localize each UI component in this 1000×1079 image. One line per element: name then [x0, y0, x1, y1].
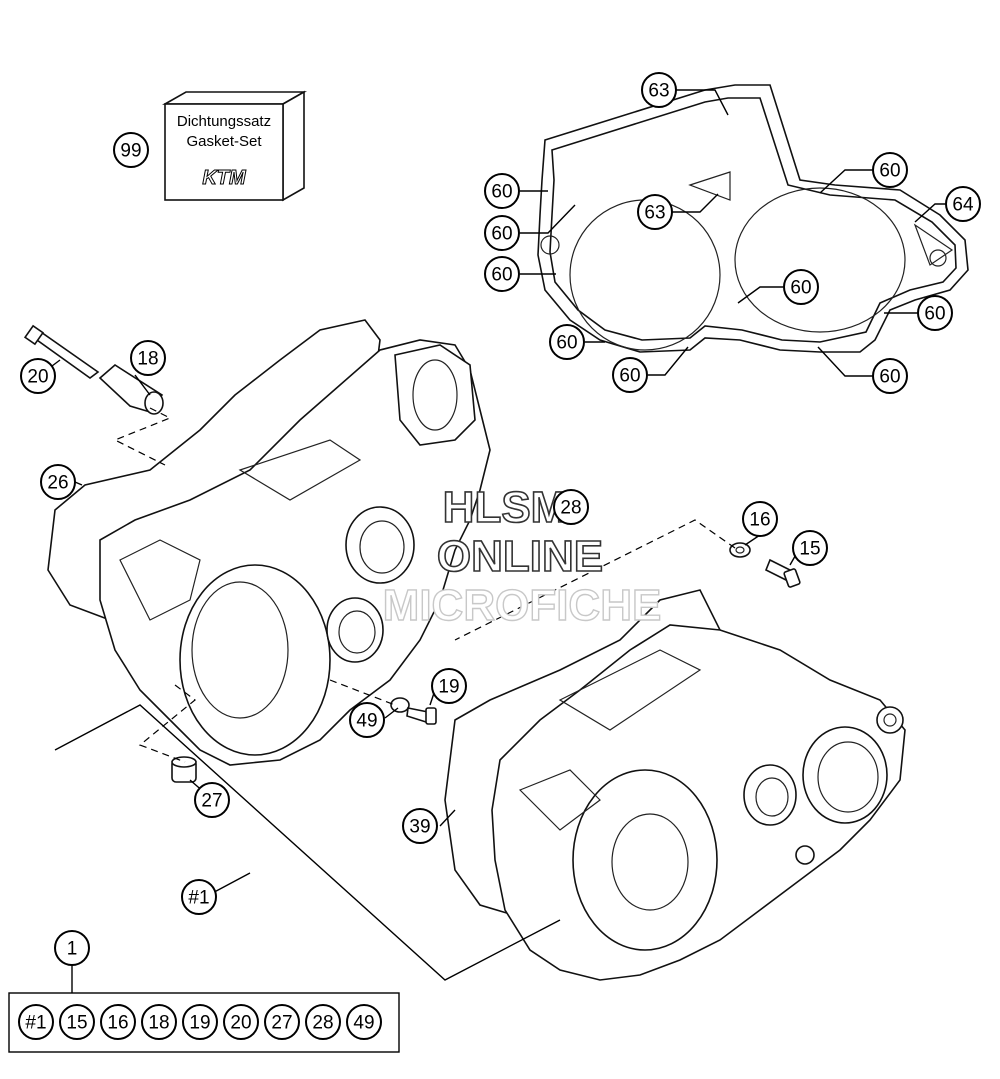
kit-item-label: 19	[189, 1013, 210, 1034]
svg-text:49: 49	[356, 711, 377, 732]
kit-contents-box: #1 15 16 18 19 20 27 28 49	[8, 992, 400, 1053]
cover-gasket	[537, 84, 969, 353]
group-line-1	[54, 704, 561, 981]
svg-text:60: 60	[924, 304, 945, 325]
gasket-set-box: Dichtungssatz Gasket-Set KTM	[161, 90, 308, 202]
callout-49: 49	[349, 702, 385, 738]
svg-text:60: 60	[879, 367, 900, 388]
svg-text:64: 64	[952, 195, 974, 216]
kit-item-label: 18	[148, 1013, 169, 1034]
svg-text:60: 60	[491, 224, 512, 245]
kit-item-callout: 18	[141, 1004, 177, 1040]
kit-items: #1 15 16 18 19 20 27 28 49	[18, 1004, 382, 1040]
svg-text:27: 27	[201, 791, 222, 812]
left-crankcase-half	[47, 319, 491, 766]
callout-1: 1	[54, 930, 90, 966]
kit-item-label: 28	[312, 1013, 333, 1034]
svg-text:60: 60	[619, 366, 640, 387]
callout-63-mid: 63	[637, 194, 673, 230]
svg-text:15: 15	[799, 539, 820, 560]
ktm-logo: KTM	[202, 167, 247, 189]
svg-text:63: 63	[644, 203, 665, 224]
svg-text:60: 60	[790, 278, 811, 299]
callout-60-6: 60	[872, 152, 908, 188]
washer-and-screw-15-16	[729, 542, 801, 588]
kit-item-label: #1	[25, 1013, 46, 1034]
svg-text:19: 19	[438, 677, 459, 698]
callout-60-8: 60	[917, 295, 953, 331]
watermark-line3: MICROFICHE	[383, 581, 662, 630]
callout-60-1: 60	[484, 173, 520, 209]
callout-60-9: 60	[872, 358, 908, 394]
callout-20: 20	[20, 358, 56, 394]
kit-item-callout: 28	[305, 1004, 341, 1040]
callout-64: 64	[945, 186, 981, 222]
kit-item-callout: 20	[223, 1004, 259, 1040]
svg-text:20: 20	[27, 367, 48, 388]
callout-15: 15	[792, 530, 828, 566]
watermark-line1: HLSM	[443, 483, 568, 532]
kit-item-callout: 49	[346, 1004, 382, 1040]
svg-text:#1: #1	[188, 888, 209, 909]
kit-item-label: 15	[66, 1013, 87, 1034]
gasket-set-label-de: Dichtungssatz	[177, 113, 271, 130]
callout-63-top: 63	[641, 72, 677, 108]
callouts: 99 63 63 60 60 60 60 60 60 60 60 60 64 2…	[20, 72, 981, 966]
callout-60-3: 60	[484, 256, 520, 292]
upper-gasket-leaders	[520, 89, 946, 377]
callout-19: 19	[431, 668, 467, 704]
svg-text:60: 60	[556, 333, 577, 354]
callout-60-4: 60	[549, 324, 585, 360]
svg-text:28: 28	[560, 498, 581, 519]
svg-text:1: 1	[67, 939, 78, 960]
kit-item-label: 16	[107, 1013, 128, 1034]
watermark: HLSM ONLINE MICROFICHE	[382, 482, 662, 631]
gasket-set-label-en: Gasket-Set	[186, 133, 262, 150]
callout-18: 18	[130, 340, 166, 376]
kit-item-callout: 15	[59, 1004, 95, 1040]
kit-item-callout: #1	[18, 1004, 54, 1040]
kit-item-label: 27	[271, 1013, 292, 1034]
svg-text:18: 18	[137, 349, 158, 370]
svg-text:63: 63	[648, 81, 669, 102]
callout-60-7: 60	[783, 269, 819, 305]
right-crankcase-half	[444, 589, 906, 981]
svg-text:60: 60	[879, 161, 900, 182]
dowel-pin	[171, 756, 197, 783]
kit-item-callout: 19	[182, 1004, 218, 1040]
svg-text:60: 60	[491, 182, 512, 203]
callout-60-5: 60	[612, 357, 648, 393]
svg-text:16: 16	[749, 510, 770, 531]
callout-28: 28	[553, 489, 589, 525]
callout-99: 99	[113, 132, 149, 168]
svg-text:99: 99	[120, 141, 141, 162]
svg-text:26: 26	[47, 473, 68, 494]
screw-washer-19-49	[390, 697, 437, 725]
kit-item-label: 20	[230, 1013, 251, 1034]
dash-guide-16	[454, 519, 736, 641]
kit-item-callout: 16	[100, 1004, 136, 1040]
kit-item-callout: 27	[264, 1004, 300, 1040]
screw-and-sleeve	[23, 324, 164, 415]
callout-16: 16	[742, 501, 778, 537]
dash-guide-27	[138, 684, 196, 763]
svg-text:39: 39	[409, 817, 430, 838]
callout-39: 39	[402, 808, 438, 844]
svg-text:60: 60	[491, 265, 512, 286]
callout-60-2: 60	[484, 215, 520, 251]
dash-guide-18	[113, 407, 172, 466]
callout-hash1: #1	[181, 879, 217, 915]
callout-26: 26	[40, 464, 76, 500]
watermark-line2: ONLINE	[437, 532, 603, 581]
callout-27: 27	[194, 782, 230, 818]
kit-item-label: 49	[353, 1013, 374, 1034]
